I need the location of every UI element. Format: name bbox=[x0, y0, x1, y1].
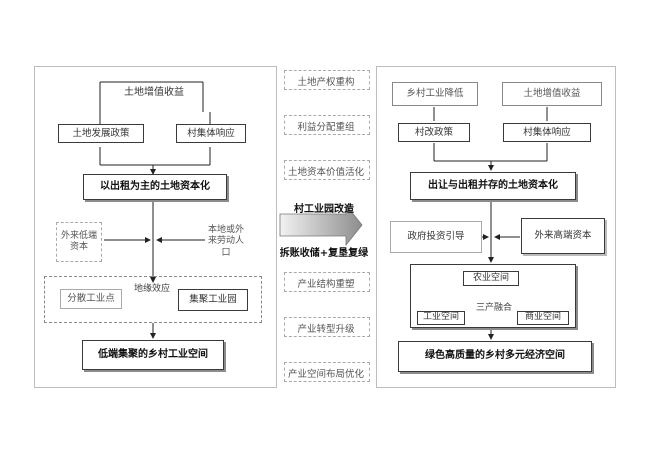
left-collective-box: 村集体响应 bbox=[176, 124, 246, 143]
right-gov-box: 政府投资引导 bbox=[390, 221, 482, 253]
mid-frame-1 bbox=[284, 70, 370, 90]
right-panel bbox=[376, 66, 616, 388]
left-policy-box: 土地发展政策 bbox=[58, 124, 144, 143]
left-effect-label: 地缘效应 bbox=[134, 284, 171, 294]
left-result-box: 低端集聚的乡村工业空间 bbox=[82, 340, 224, 370]
mid-activation-label: 土地资本价值活化 bbox=[287, 167, 364, 178]
mid-structure-label: 产业结构重塑 bbox=[297, 279, 355, 290]
right-capitalization-box: 出让与出租并存的土地资本化 bbox=[410, 172, 576, 200]
mid-benefit-label: 利益分配重组 bbox=[297, 122, 355, 133]
right-capital-box: 外来高端资本 bbox=[521, 218, 605, 254]
transition-arrow bbox=[279, 203, 363, 247]
mid-frame-2 bbox=[284, 115, 370, 135]
right-policy-box: 村改政策 bbox=[398, 123, 470, 142]
left-labor: 本地或外来劳动人口 bbox=[207, 225, 244, 258]
right-agri-box: 农业空间 bbox=[463, 271, 519, 286]
right-collective-box: 村集体响应 bbox=[503, 123, 591, 142]
right-industry-decline-box: 乡村工业降低 bbox=[392, 82, 478, 106]
right-land-value-box: 土地增值收益 bbox=[502, 82, 602, 106]
right-commerce-box: 商业空间 bbox=[517, 311, 569, 325]
right-result-box: 绿色高质量的乡村多元经济空间 bbox=[398, 341, 592, 372]
left-industry-frame bbox=[44, 276, 262, 323]
left-panel bbox=[34, 66, 277, 388]
right-industry-box: 工业空间 bbox=[417, 311, 465, 325]
left-land-value-box: 土地增值收益 bbox=[124, 86, 184, 98]
mid-arrow-bottom-label: 拆账收储+复垦复绿 bbox=[279, 248, 369, 259]
left-capitalization-box: 以出租为主的土地资本化 bbox=[83, 174, 227, 200]
mid-property-label: 土地产权重构 bbox=[297, 77, 355, 88]
mid-frame-3 bbox=[284, 160, 370, 180]
mid-layout-label: 产业空间布局优化 bbox=[287, 369, 364, 380]
mid-frame-5 bbox=[284, 317, 370, 337]
mid-frame-6 bbox=[284, 362, 370, 382]
left-cluster-box: 集聚工业园 bbox=[178, 289, 248, 311]
left-outside-capital: 外来低端资本 bbox=[60, 230, 97, 252]
mid-arrow-top-label: 村工业园改造 bbox=[294, 204, 354, 215]
mid-upgrade-label: 产业转型升级 bbox=[297, 324, 355, 335]
left-scattered-box: 分散工业点 bbox=[60, 289, 122, 309]
left-capital-frame bbox=[56, 222, 102, 262]
mid-frame-4 bbox=[284, 272, 370, 292]
right-fusion-label: 三产融合 bbox=[476, 303, 513, 313]
